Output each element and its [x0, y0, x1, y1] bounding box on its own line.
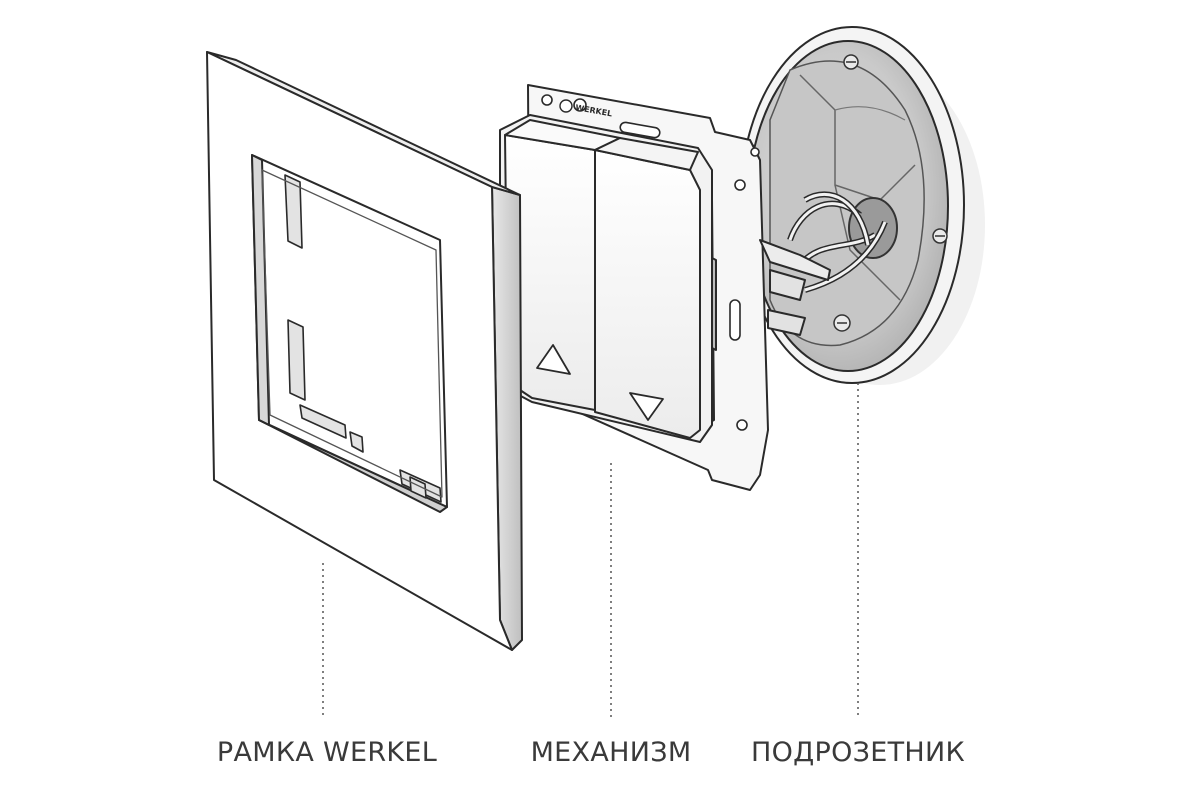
leader-lines — [322, 383, 859, 718]
label-frame: РАМКА WERKEL — [216, 737, 438, 768]
frame — [206, 51, 523, 651]
right-rocker-key — [594, 149, 701, 439]
label-mounting-box: ПОДРОЗЕТНИК — [750, 737, 966, 768]
switch-mechanism: WERKEL — [499, 84, 831, 491]
arrow-down-icon — [629, 392, 664, 421]
label-mechanism: МЕХАНИЗМ — [530, 737, 692, 768]
mounting-box — [739, 26, 985, 385]
arrow-up-icon — [536, 344, 571, 375]
